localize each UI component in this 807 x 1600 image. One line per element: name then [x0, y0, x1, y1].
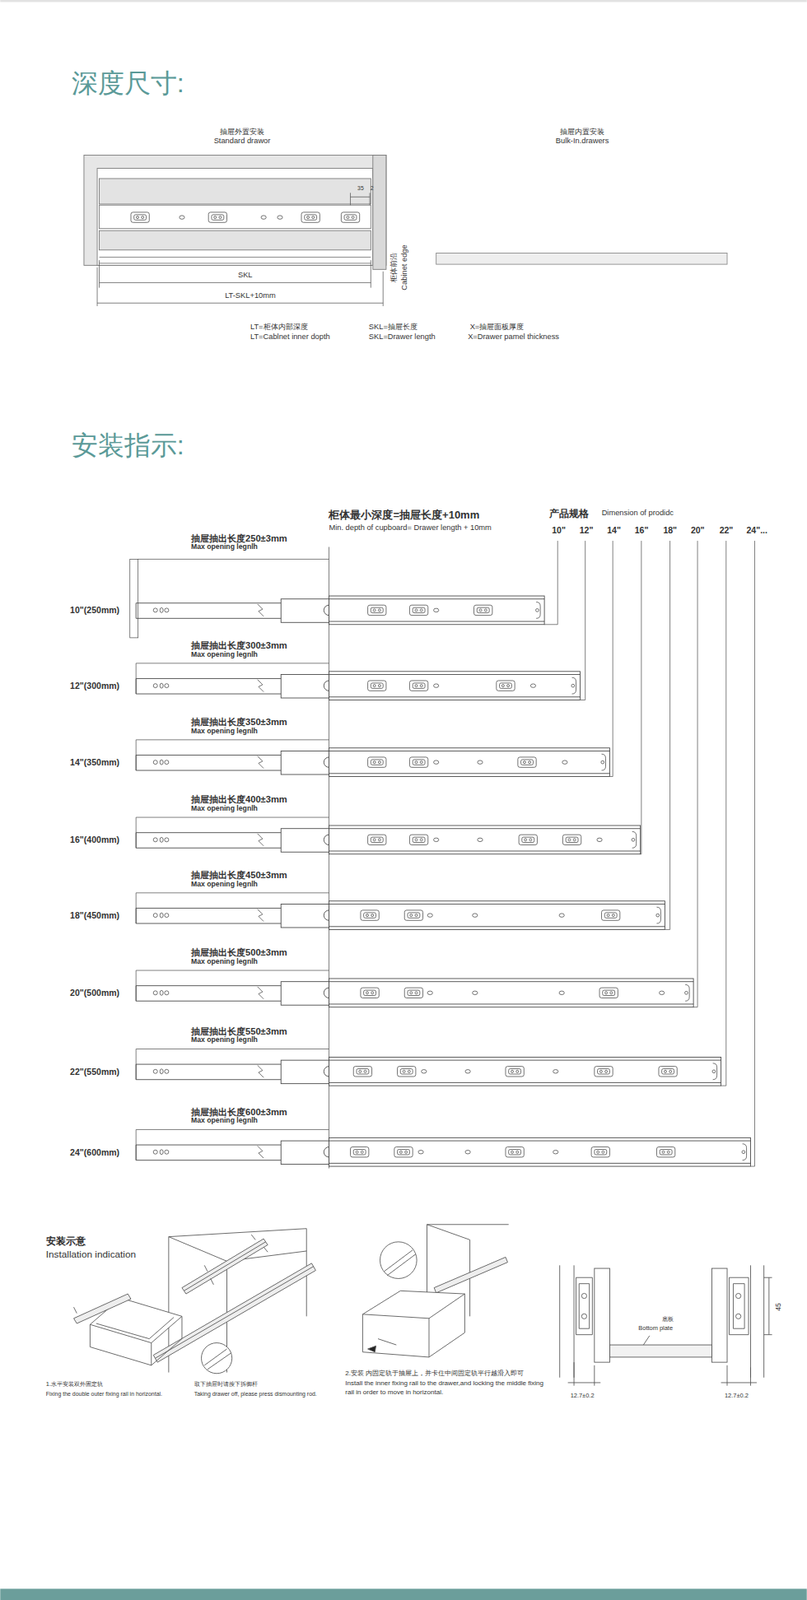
opening-length: 抽屉抽出长度500±3mm: [191, 947, 288, 959]
row-size: 24"(600mm): [69, 1147, 120, 1159]
opening-length: 抽屉抽出长度600±3mm: [191, 1107, 288, 1119]
section-heading: 安装指示:: [71, 429, 185, 462]
install-heading: 安装示意: [46, 1236, 86, 1249]
legend-note: X=抽屉面板厚度: [470, 322, 525, 332]
edge-label: 柜体前沿: [389, 252, 399, 283]
dimension-label: 45: [774, 1303, 783, 1312]
part-label: 底板: [662, 1316, 674, 1325]
opening-caption: Max opening legnlh: [191, 957, 258, 966]
legend-note: SKL=抽屉长度: [368, 322, 418, 332]
spec-size: 18": [662, 525, 677, 537]
caption-text: 抽屉外置安装: [219, 127, 265, 137]
step-note: 2.安装 内固定轨于抽屉上，并卡住中间固定轨平行越滑入即可: [345, 1370, 524, 1379]
dimension-label: 12.7±0.2: [724, 1393, 749, 1401]
spec-size: 22": [719, 525, 734, 537]
spec-size: 20": [690, 525, 705, 537]
spec-heading: 产品规格: [549, 508, 589, 520]
legend-note: LT=Cablnet inner dopth: [250, 332, 331, 342]
row-size: 16"(400mm): [69, 834, 120, 846]
opening-length: 抽屉抽出长度250±3mm: [191, 533, 288, 545]
opening-length: 抽屉抽出长度300±3mm: [191, 640, 288, 652]
dimension-label: 35: [357, 185, 364, 192]
row-size: 10"(250mm): [69, 605, 120, 616]
spec-size: 12": [579, 525, 594, 537]
opening-length: 抽屉抽出长度400±3mm: [191, 794, 288, 806]
opening-length: 抽屉抽出长度450±3mm: [191, 870, 288, 882]
row-size: 22"(550mm): [69, 1067, 120, 1078]
dimension-label: SKL: [237, 270, 253, 280]
step-note: Fixing the double outer fixing rail in h…: [46, 1391, 163, 1399]
caption-text: Standard drawor: [214, 136, 271, 146]
opening-caption: Max opening legnlh: [191, 804, 258, 813]
legend-note: X=Drawer pamel thickness: [467, 332, 560, 342]
spec-size: 10": [551, 525, 566, 537]
dimension-label: 2: [370, 185, 374, 192]
opening-length: 抽屉抽出长度550±3mm: [191, 1026, 288, 1038]
row-size: 14"(350mm): [69, 757, 120, 769]
opening-caption: Max opening legnlh: [191, 542, 258, 551]
step-note: 取下抽屉时请按下拆御杆: [194, 1381, 258, 1390]
step-note: 1.水平安装双外固定轨: [46, 1381, 103, 1390]
formula-heading: 柜体最小深度=抽屉长度+10mm: [328, 508, 480, 523]
row-size: 20"(500mm): [69, 988, 120, 999]
caption-text: Bulk-In.drawers: [555, 136, 610, 146]
install-heading: Installation indication: [46, 1249, 136, 1261]
spec-size: 16": [634, 525, 649, 537]
opening-length: 抽屉抽出长度350±3mm: [191, 717, 288, 728]
opening-caption: Max opening legnlh: [191, 1116, 258, 1125]
step-note: Install the inner fixing rail to the dra…: [345, 1380, 545, 1399]
step-note: Taking drawer off, please press dismount…: [194, 1391, 318, 1399]
section-heading: 深度尺寸:: [71, 67, 185, 100]
spec-size: 14": [606, 525, 621, 537]
opening-caption: Max opening legnlh: [191, 1035, 258, 1045]
spec-heading: Dimension of prodidc: [601, 508, 674, 518]
opening-caption: Max opening legnlh: [191, 880, 258, 889]
opening-caption: Max opening legnlh: [191, 727, 258, 736]
legend-note: LT=柜体内部深度: [250, 322, 308, 332]
row-size: 18"(450mm): [69, 910, 120, 922]
formula-caption: Min. depth of cupboard= Drawer length + …: [328, 523, 491, 533]
opening-caption: Max opening legnlh: [191, 650, 258, 659]
caption-text: 抽屉内置安装: [559, 127, 605, 137]
part-label: Bottom plate: [638, 1325, 673, 1334]
spec-size: 24"...: [746, 525, 768, 537]
dimension-label: 12.7±0.2: [570, 1393, 595, 1401]
legend-note: SKL=Drawer length: [368, 332, 436, 342]
edge-label: Cabinet edge: [401, 244, 411, 290]
dimension-label: LT-SKL+10mm: [224, 291, 276, 301]
row-size: 12"(300mm): [69, 681, 120, 692]
